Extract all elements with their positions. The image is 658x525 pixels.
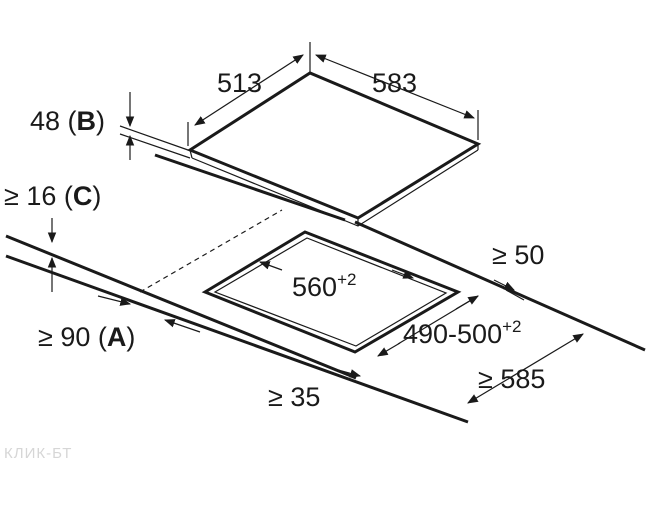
hob-dimension-lines — [119, 42, 479, 160]
side-35-arrow — [337, 369, 362, 378]
label-cutout-width: 560+2 — [292, 270, 356, 302]
label-worktop-depth: ≥ 585 — [478, 364, 545, 394]
front-90-arrow-left — [97, 295, 132, 306]
worktop-front-top-edge — [5, 234, 357, 380]
worktop-depth-585-line — [467, 333, 584, 404]
width-560-arrow-right — [391, 269, 415, 279]
depth-513-line — [194, 54, 304, 126]
label-rear-50: ≥ 50 — [492, 240, 544, 270]
label-front-90: ≥ 90 (A) — [38, 322, 135, 352]
dimension-labels: 513 583 48 (B) ≥ 16 (C) 560+2 490-500+2 … — [4, 68, 545, 412]
width-583-line — [314, 54, 476, 119]
height-48-top-ref — [119, 125, 189, 151]
cutout — [201, 230, 462, 354]
hob-left-corner — [189, 149, 193, 159]
cutout-outline-outer — [201, 230, 462, 354]
depth-490-arrow-bottom — [377, 342, 401, 357]
rear-50-arrow-bottom — [505, 289, 525, 301]
label-thickness-16: ≥ 16 (C) — [4, 181, 101, 211]
worktop-front-bottom-edge — [5, 254, 469, 424]
label-width-583: 583 — [372, 68, 417, 98]
hob-bottom-edge — [191, 149, 479, 227]
worktop-dimension-lines — [47, 218, 584, 404]
label-height-48: 48 (B) — [30, 106, 105, 136]
watermark-text: КЛИК-БТ — [4, 445, 72, 462]
depth-490-arrow-top — [455, 295, 479, 310]
cutout-outline-inner — [213, 237, 448, 347]
worktop — [5, 153, 646, 424]
worktop-rear-edge-right — [354, 220, 646, 352]
width-560-arrow-left — [258, 261, 283, 271]
front-90-arrow-right — [163, 319, 201, 333]
label-side-35: ≥ 35 — [268, 382, 320, 412]
rear-50-arrow-top — [493, 279, 515, 291]
hidden-edge-dashed — [139, 209, 283, 293]
worktop-rear-edge-left — [154, 153, 346, 222]
label-depth-513: 513 — [217, 68, 262, 98]
label-cutout-depth: 490-500+2 — [403, 317, 521, 349]
